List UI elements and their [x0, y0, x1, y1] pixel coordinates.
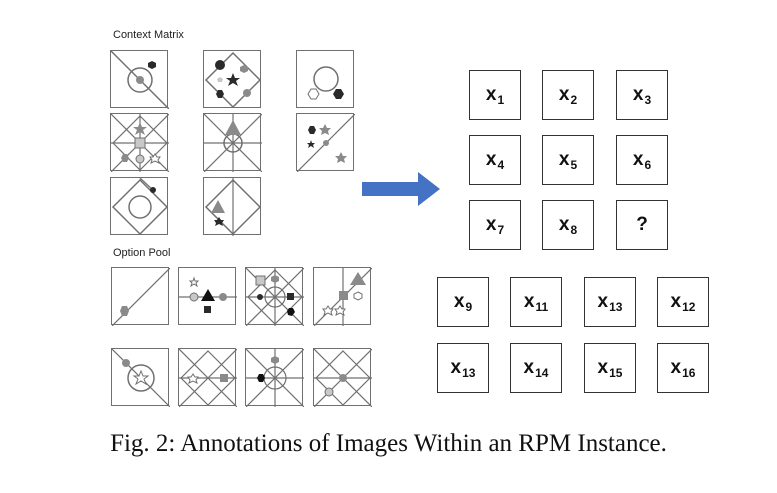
- answer-grid-cell-7-symbol: x: [485, 214, 497, 235]
- option-grid-cell-7-symbol: x: [597, 357, 609, 378]
- right-arrow-icon: [362, 172, 440, 206]
- option-grid-cell-2-symbol: x: [523, 291, 535, 312]
- answer-grid-cell-4-subscript: 4: [497, 158, 505, 172]
- context-panel-8: [203, 177, 262, 236]
- answer-grid-cell-5-subscript: 5: [570, 158, 578, 172]
- option-pool-label: Option Pool: [113, 247, 171, 259]
- option-grid-cell-8-subscript: 16: [682, 366, 696, 380]
- answer-grid-cell-8-subscript: 8: [570, 223, 578, 237]
- answer-grid-cell-4-symbol: x: [485, 149, 497, 170]
- context-panel-5: [203, 113, 262, 172]
- context-panel-6: [296, 113, 355, 172]
- option-panel-4: [313, 267, 372, 326]
- option-grid-cell-6-subscript: 14: [535, 366, 549, 380]
- option-grid-cell-8-symbol: x: [670, 357, 682, 378]
- context-panel-2: [203, 50, 262, 109]
- answer-grid-cell-9-symbol: ?: [636, 214, 648, 235]
- option-grid-cell-5-subscript: 13: [462, 366, 476, 380]
- option-panel-8: [313, 348, 372, 407]
- context-matrix-label: Context Matrix: [113, 29, 184, 41]
- answer-grid-cell-7-subscript: 7: [497, 223, 505, 237]
- option-grid-cell-5-symbol: x: [450, 357, 462, 378]
- answer-grid-cell-1-subscript: 1: [497, 93, 505, 107]
- option-panel-7: [245, 348, 304, 407]
- answer-grid-cell-1-symbol: x: [485, 84, 497, 105]
- figure-caption: Fig. 2: Annotations of Images Within an …: [110, 430, 667, 457]
- option-panel-3: [245, 267, 304, 326]
- option-panel-6: [178, 348, 237, 407]
- answer-grid-cell-9: ?: [616, 200, 668, 250]
- answer-grid-cell-5-symbol: x: [558, 149, 570, 170]
- answer-grid-cell-3-subscript: 3: [644, 93, 652, 107]
- option-panel-2: [178, 267, 237, 325]
- answer-grid-cell-3-symbol: x: [632, 84, 644, 105]
- answer-grid-cell-2-subscript: 2: [570, 93, 578, 107]
- answer-grid-cell-8-symbol: x: [558, 214, 570, 235]
- answer-grid-cell-6-subscript: 6: [644, 158, 652, 172]
- context-panel-3: [296, 50, 354, 108]
- option-grid-cell-4-subscript: 12: [682, 300, 696, 314]
- option-grid-cell-6-symbol: x: [523, 357, 535, 378]
- option-grid-cell-7-subscript: 15: [609, 366, 623, 380]
- answer-grid-cell-6-symbol: x: [632, 149, 644, 170]
- option-panel-1: [111, 267, 170, 326]
- option-grid-cell-3-symbol: x: [597, 291, 609, 312]
- option-grid-cell-4-symbol: x: [670, 291, 682, 312]
- option-panel-5: [111, 348, 170, 407]
- option-grid-cell-1-symbol: x: [453, 291, 465, 312]
- context-panel-4: [110, 113, 169, 172]
- option-grid-cell-3-subscript: 13: [609, 300, 623, 314]
- context-panel-7: [110, 177, 169, 236]
- context-panel-1: [110, 50, 169, 109]
- option-grid-cell-2-subscript: 11: [535, 300, 549, 314]
- option-grid-cell-1-subscript: 9: [465, 300, 473, 314]
- answer-grid-cell-2-symbol: x: [558, 84, 570, 105]
